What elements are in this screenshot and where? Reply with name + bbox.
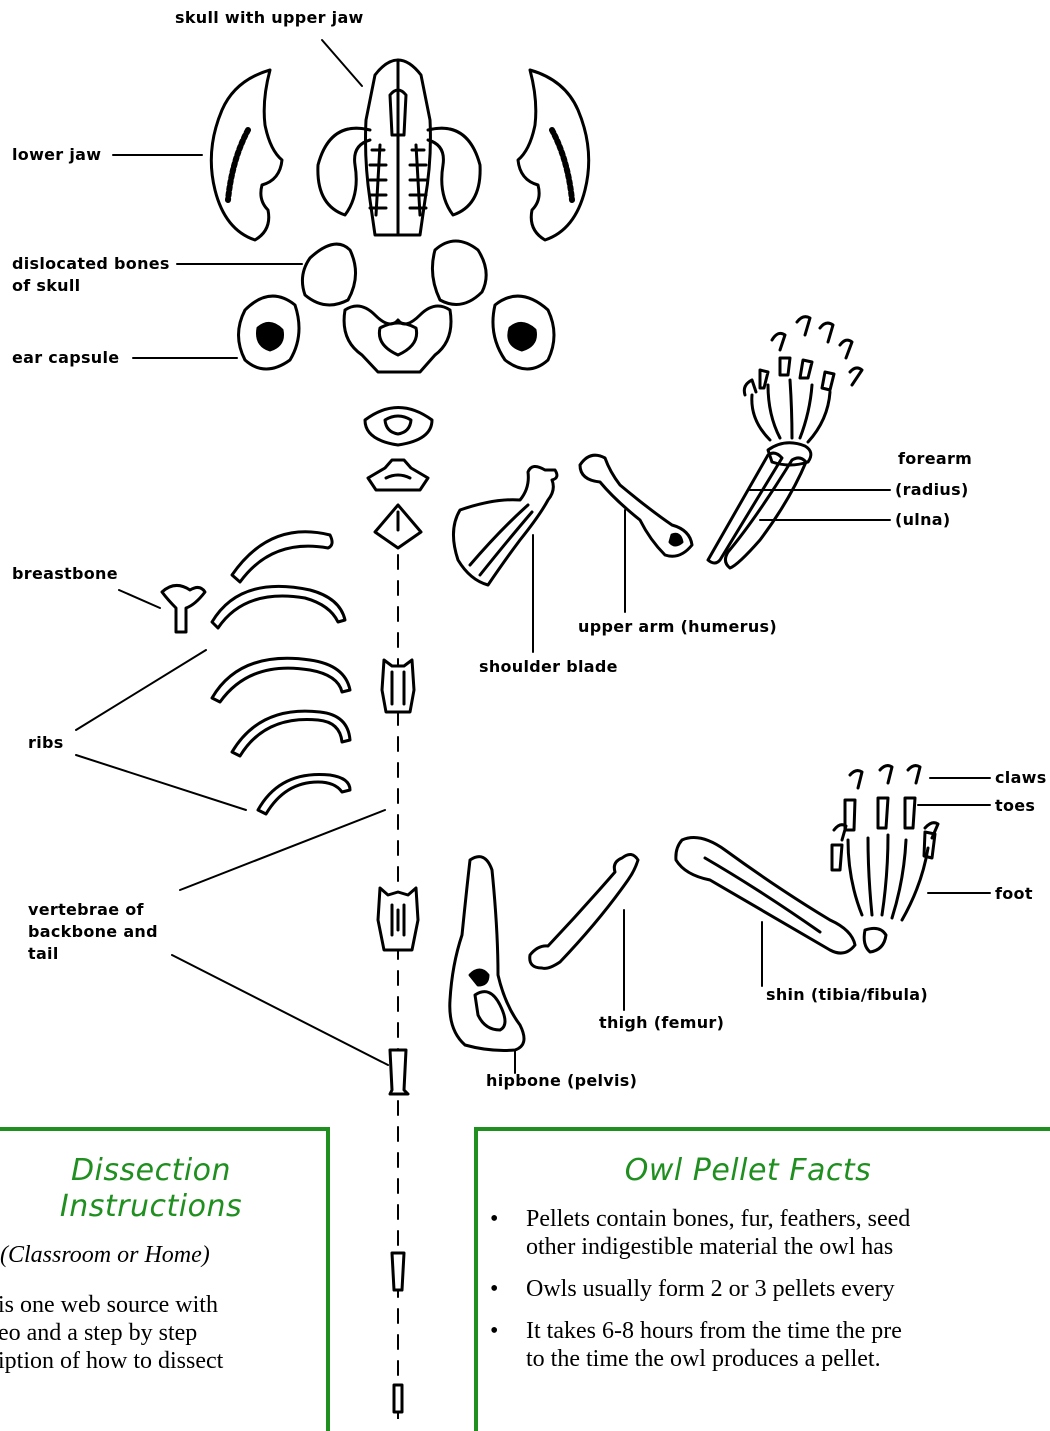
fact-3-line-2: to the time the owl produces a pellet.	[526, 1345, 1050, 1373]
fact-item-3: • It takes 6-8 hours from the time the p…	[478, 1317, 1050, 1373]
fact-item-2: • Owls usually form 2 or 3 pellets every	[478, 1275, 1050, 1303]
label-ulna: (ulna)	[895, 510, 951, 530]
hand-bones	[744, 317, 862, 465]
label-radius: (radius)	[895, 480, 969, 500]
dissection-text-line-3: iption of how to dissect	[0, 1347, 326, 1375]
cervical-vertebrae	[365, 408, 432, 549]
dissection-text-line-2: eo and a step by step	[0, 1319, 326, 1347]
label-of-skull: of skull	[12, 276, 80, 296]
pelvis-bone	[450, 857, 524, 1051]
fact-item-1: • Pellets contain bones, fur, feathers, …	[478, 1205, 1050, 1261]
dissection-text-line-1: is one web source with	[0, 1291, 326, 1319]
label-forearm: forearm	[898, 449, 972, 469]
tail-vertebra-1	[390, 1050, 408, 1094]
facts-list: • Pellets contain bones, fur, feathers, …	[478, 1205, 1050, 1373]
skull-with-upper-jaw	[318, 60, 480, 235]
label-toes: toes	[995, 796, 1035, 816]
label-breastbone: breastbone	[12, 564, 118, 584]
label-thigh: thigh (femur)	[599, 1013, 724, 1033]
femur-bone	[530, 854, 638, 968]
dislocated-skull-bones	[302, 241, 486, 372]
humerus-bone	[580, 455, 692, 556]
label-ear-capsule: ear capsule	[12, 348, 119, 368]
label-lower-jaw: lower jaw	[12, 145, 101, 165]
label-shoulder-blade: shoulder blade	[479, 657, 618, 677]
label-foot: foot	[995, 884, 1033, 904]
owl-pellet-facts-box: Owl Pellet Facts • Pellets contain bones…	[474, 1127, 1050, 1431]
lumbar-vertebra	[382, 660, 414, 712]
label-hipbone: hipbone (pelvis)	[486, 1071, 637, 1091]
dissection-subtitle: (Classroom or Home)	[0, 1241, 326, 1269]
tail-vertebra-3	[394, 1385, 402, 1412]
fact-1-line-1: Pellets contain bones, fur, feathers, se…	[526, 1205, 1050, 1233]
tail-vertebra-2	[392, 1253, 404, 1290]
label-skull-with-upper-jaw: skull with upper jaw	[175, 8, 364, 28]
label-shin: shin (tibia/fibula)	[766, 985, 928, 1005]
fact-1-line-2: other indigestible material the owl has	[526, 1233, 1050, 1261]
forearm-bones	[708, 453, 806, 568]
bullet-icon: •	[490, 1317, 498, 1345]
shin-bones	[676, 838, 855, 954]
label-vertebrae-1: vertebrae of	[28, 900, 144, 920]
fact-3-line-1: It takes 6-8 hours from the time the pre	[526, 1317, 1050, 1345]
label-upper-arm: upper arm (humerus)	[578, 617, 777, 637]
dissection-title-line-1: Dissection	[0, 1153, 326, 1189]
label-vertebrae-2: backbone and	[28, 922, 158, 942]
fact-2-line-1: Owls usually form 2 or 3 pellets every	[526, 1275, 1050, 1303]
lower-jaw-left	[211, 70, 282, 240]
ear-capsule-right	[493, 296, 554, 369]
label-vertebrae-3: tail	[28, 944, 59, 964]
label-ribs: ribs	[28, 733, 64, 753]
dissection-instructions-box: Dissection Instructions (Classroom or Ho…	[0, 1127, 330, 1431]
label-dislocated-bones: dislocated bones	[12, 254, 170, 274]
lower-jaw-right	[518, 70, 589, 240]
bullet-icon: •	[490, 1205, 498, 1233]
ribs-bones	[212, 532, 350, 814]
sacral-vertebra	[378, 888, 418, 950]
facts-title: Owl Pellet Facts	[478, 1153, 1018, 1189]
shoulder-blade-bone	[453, 466, 556, 585]
label-claws: claws	[995, 768, 1047, 788]
bullet-icon: •	[490, 1275, 498, 1303]
breastbone-bone	[162, 585, 205, 632]
leader-lines	[76, 40, 990, 1073]
dissection-title-line-2: Instructions	[0, 1189, 326, 1225]
foot-bones	[832, 766, 938, 952]
ear-capsule-left	[239, 296, 300, 369]
